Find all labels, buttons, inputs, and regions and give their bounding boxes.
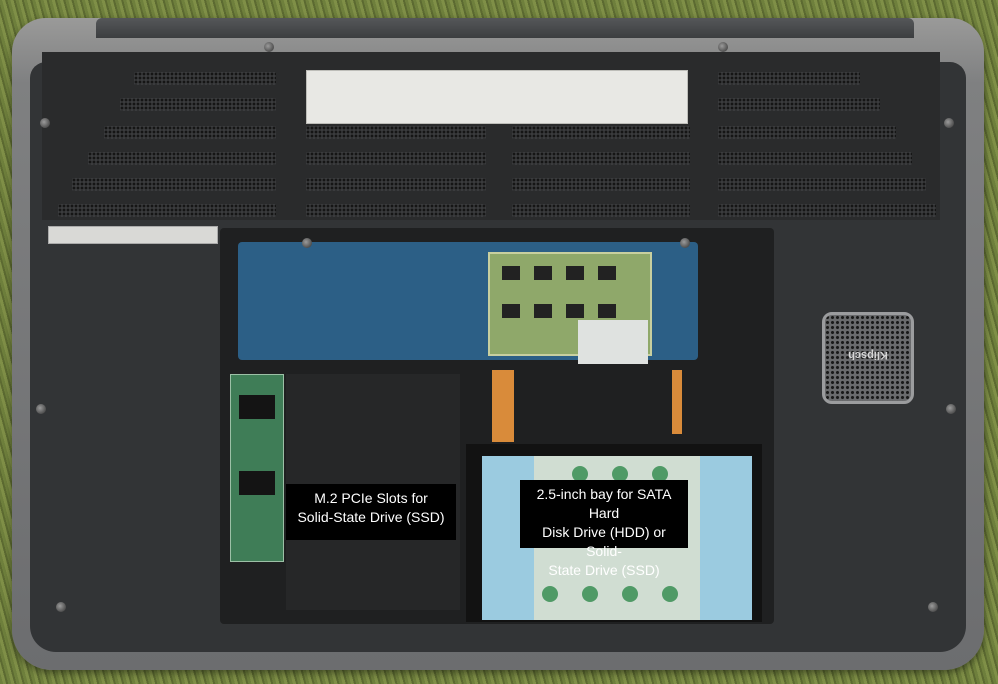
screw	[928, 602, 938, 612]
vent-row	[306, 178, 486, 191]
speaker-brand-logo: Klipsch	[848, 349, 888, 361]
memory-chip	[502, 266, 520, 280]
regulatory-label-sticker	[306, 70, 688, 124]
pcb-contact	[582, 586, 598, 602]
wifi-card	[578, 320, 648, 364]
screw	[946, 404, 956, 414]
foam-pad	[700, 456, 752, 620]
vent-row	[512, 204, 690, 217]
screw	[264, 42, 274, 52]
service-tag-sticker	[48, 226, 218, 244]
ssd-chip	[239, 471, 275, 495]
screw	[944, 118, 954, 128]
screw	[36, 404, 46, 414]
screw	[40, 118, 50, 128]
memory-chip	[598, 304, 616, 318]
vent-row	[718, 72, 860, 85]
screw	[718, 42, 728, 52]
vent-row	[718, 98, 880, 111]
vent-row	[718, 126, 896, 139]
vent-row	[58, 204, 276, 217]
memory-chip	[566, 266, 584, 280]
vent-row	[134, 72, 276, 85]
vent-row	[306, 126, 486, 139]
pcb-contact	[652, 466, 668, 482]
vent-row	[306, 152, 486, 165]
ribbon-cable	[672, 370, 682, 434]
vent-row	[718, 152, 912, 165]
hinge-bar	[96, 18, 914, 38]
vent-row	[120, 98, 276, 111]
memory-chip	[598, 266, 616, 280]
vent-row	[718, 204, 936, 217]
memory-chip	[566, 304, 584, 318]
motherboard	[238, 242, 698, 364]
m2-slot-callout: M.2 PCIe Slots for Solid-State Drive (SS…	[286, 484, 456, 540]
vent-row	[512, 152, 690, 165]
screw	[680, 238, 690, 248]
ssd-chip	[239, 395, 275, 419]
vent-row	[88, 152, 276, 165]
vent-row	[718, 178, 926, 191]
vent-row	[306, 204, 486, 217]
pcb-contact	[662, 586, 678, 602]
vent-row	[512, 126, 690, 139]
pcb-contact	[542, 586, 558, 602]
memory-chip	[534, 266, 552, 280]
vent-row	[104, 126, 276, 139]
memory-chip	[502, 304, 520, 318]
screw	[56, 602, 66, 612]
ribbon-cable	[492, 370, 514, 442]
memory-chip	[534, 304, 552, 318]
vent-row	[72, 178, 276, 191]
m2-ssd-module	[230, 374, 284, 562]
hdd-bay-callout: 2.5-inch bay for SATA Hard Disk Drive (H…	[520, 480, 688, 578]
screw	[302, 238, 312, 248]
pcb-contact	[572, 466, 588, 482]
pcb-contact	[622, 586, 638, 602]
vent-row	[512, 178, 690, 191]
speaker-grille: Klipsch	[822, 312, 914, 404]
pcb-contact	[612, 466, 628, 482]
